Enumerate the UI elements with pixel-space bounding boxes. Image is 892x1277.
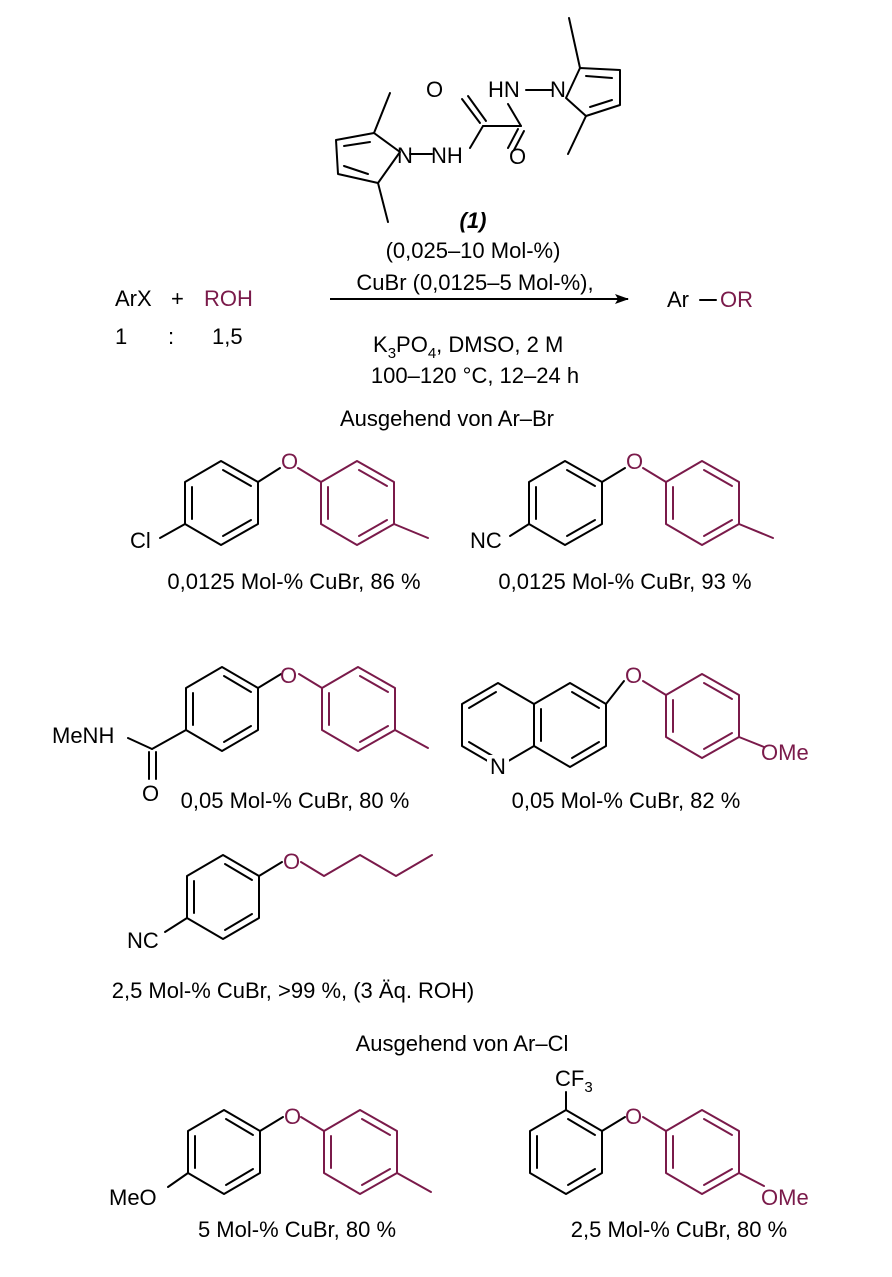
product-2-substituent: NC: [470, 528, 502, 553]
product-5-substituent: NC: [127, 928, 159, 953]
product-1-oxygen: O: [281, 449, 298, 474]
plus-sign: +: [171, 286, 184, 311]
product-5-caption: 2,5 Mol-% CuBr, >99 %, (3 Äq. ROH): [112, 978, 475, 1003]
conditions-cubr: CuBr (0,0125–5 Mol-%),: [356, 270, 593, 295]
product-5-oxygen: O: [283, 849, 300, 874]
conditions-base: K3PO4, DMSO, 2 M: [373, 332, 563, 362]
ligand-atom-o-top: O: [426, 77, 443, 102]
reactant-roh: ROH: [204, 286, 253, 311]
product-7-structure: [529, 1091, 765, 1195]
product-2-oxygen: O: [626, 449, 643, 474]
product-3-caption: 0,05 Mol-% CuBr, 80 %: [181, 788, 410, 813]
ratio-roh: 1,5: [212, 324, 243, 349]
product-1-caption: 0,0125 Mol-% CuBr, 86 %: [167, 569, 420, 594]
product-4-ring-nitrogen: N: [490, 754, 506, 779]
product-7-caption: 2,5 Mol-% CuBr, 80 %: [571, 1217, 787, 1242]
product-ar: Ar: [667, 287, 689, 312]
product-4-substituent: OMe: [761, 740, 809, 765]
section-heading-arbr: Ausgehend von Ar–Br: [340, 406, 554, 431]
ratio-arx: 1: [115, 324, 127, 349]
ligand-atom-nh: NH: [431, 143, 463, 168]
product-5-structure: [164, 854, 433, 940]
product-6-substituent: MeO: [109, 1185, 157, 1210]
product-1-structure: [159, 460, 429, 546]
ligand-atom-o-bottom: O: [509, 144, 526, 169]
product-3-oxygen: O: [280, 663, 297, 688]
product-6-structure: [167, 1109, 432, 1195]
product-7-oxygen: O: [625, 1104, 642, 1129]
product-1-substituent: Cl: [130, 528, 151, 553]
product-4-structure: [461, 673, 765, 768]
ligand-atom-n-right: N: [550, 77, 566, 102]
ligand-atom-hn: HN: [488, 77, 520, 102]
product-3-carbonyl-oxygen: O: [142, 781, 159, 806]
product-or: OR: [720, 287, 753, 312]
section-heading-arcl: Ausgehend von Ar–Cl: [356, 1031, 569, 1056]
ligand-loading: (0,025–10 Mol-%): [386, 238, 561, 263]
product-6-oxygen: O: [284, 1104, 301, 1129]
product-3-substituent: MeNH: [52, 723, 114, 748]
reactant-arx: ArX: [115, 286, 152, 311]
product-2-structure: [509, 460, 774, 546]
product-4-oxygen: O: [625, 663, 642, 688]
product-6-caption: 5 Mol-% CuBr, 80 %: [198, 1217, 396, 1242]
conditions-temperature: 100–120 °C, 12–24 h: [371, 363, 579, 388]
ligand-structure: N NH O HN N O: [335, 17, 621, 223]
ligand-number: (1): [460, 208, 487, 233]
product-7-substituent: OMe: [761, 1185, 809, 1210]
ratio-separator: :: [168, 324, 174, 349]
ligand-atom-n-left: N: [397, 143, 413, 168]
product-7-cf3-substituent: CF3: [555, 1066, 593, 1096]
product-2-caption: 0,0125 Mol-% CuBr, 93 %: [498, 569, 751, 594]
product-3-structure: [127, 666, 429, 780]
product-4-caption: 0,05 Mol-% CuBr, 82 %: [512, 788, 741, 813]
